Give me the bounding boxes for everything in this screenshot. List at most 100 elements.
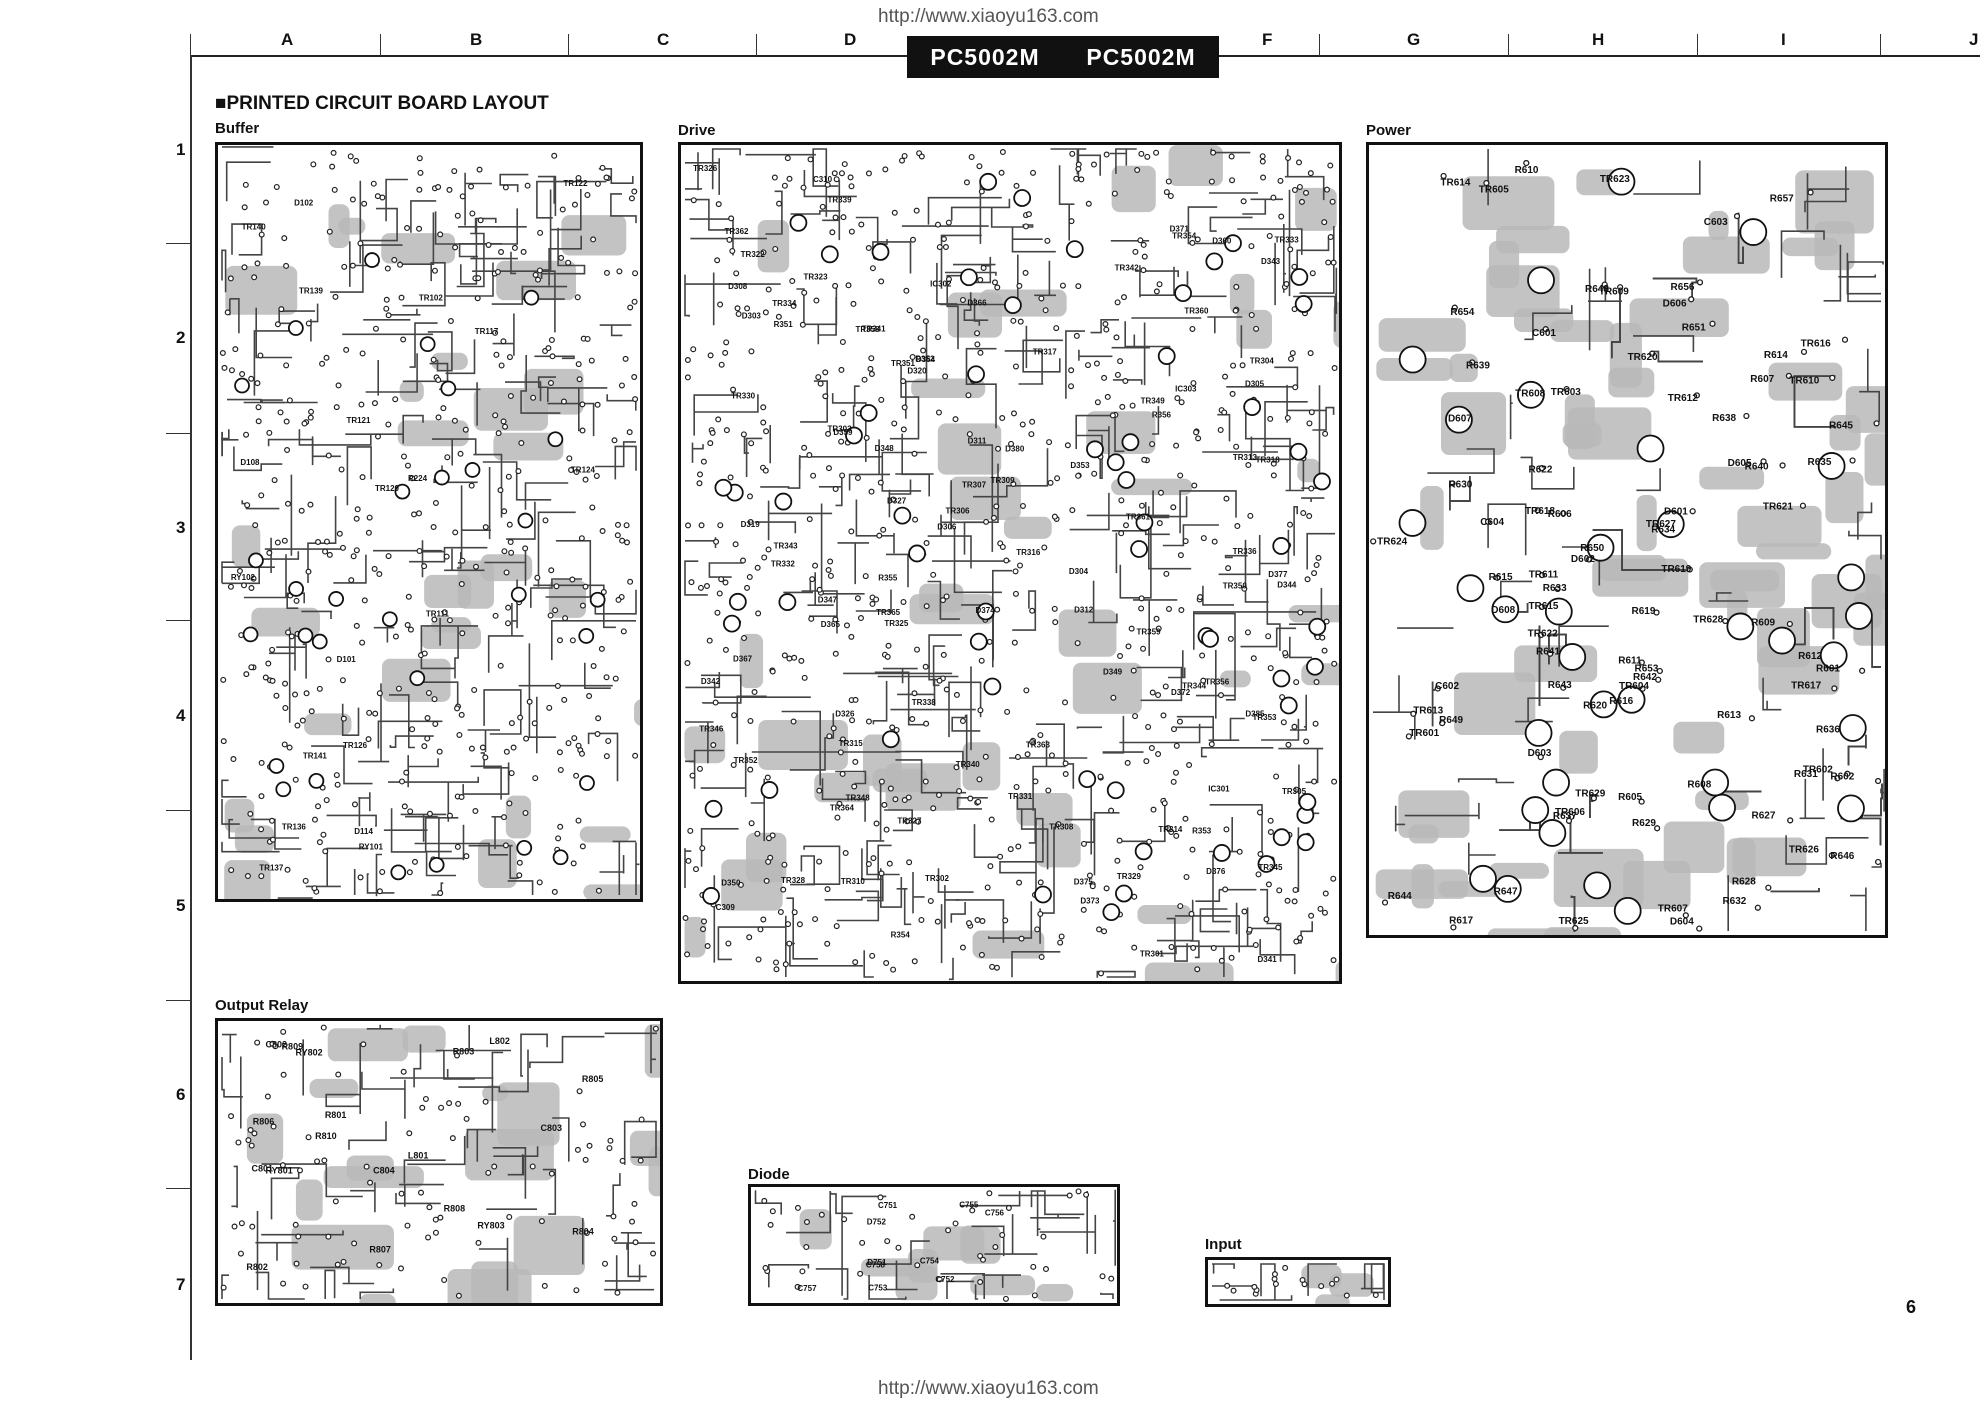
component-label: D327: [887, 496, 907, 505]
component-label: IC301: [1208, 784, 1230, 793]
component-label: C751: [878, 1201, 898, 1210]
component-label: R605: [1618, 792, 1642, 803]
component-label: R805: [582, 1074, 604, 1084]
component-label: R352: [915, 354, 935, 363]
component-label: R657: [1770, 194, 1794, 205]
component-label: TR303: [828, 424, 853, 433]
grid-left-border: [190, 55, 192, 1360]
component-label: D375: [1074, 877, 1094, 886]
grid-column-tick: [1508, 34, 1509, 56]
component-label: C753: [868, 1284, 888, 1293]
component-label: C755: [959, 1200, 979, 1209]
component-label: TR624: [1377, 536, 1407, 547]
component-label: TR330: [731, 392, 756, 401]
buffer-pcb-artwork: TR124TR136TR140TR126RY102D102TR120TR122T…: [219, 146, 640, 899]
component-label: TR313: [1233, 453, 1258, 462]
component-label: D374: [976, 606, 996, 615]
component-label: C758: [866, 1261, 886, 1270]
component-label: TR327: [897, 816, 922, 825]
grid-column-tick: [190, 34, 191, 56]
grid-column-h: H: [1592, 30, 1605, 49]
component-label: TR333: [1275, 236, 1300, 245]
component-label: TR601: [1409, 728, 1439, 739]
component-label: TR610: [1789, 376, 1819, 387]
component-label: D353: [1070, 461, 1090, 470]
component-label: TR613: [1413, 706, 1443, 717]
component-label: R601: [1816, 663, 1840, 674]
component-label: D303: [742, 311, 762, 320]
grid-row-3: 3: [176, 518, 186, 537]
component-label: TR304: [1250, 356, 1275, 365]
component-label: R637: [1553, 811, 1577, 822]
component-label: D306: [937, 523, 957, 532]
component-label: TR620: [1628, 352, 1658, 363]
component-label: TR609: [1599, 287, 1629, 298]
component-label: D102: [294, 198, 314, 207]
component-label: D605: [1728, 458, 1752, 469]
output_relay-pcb-artwork: RY801RY803L801RY802L802R803R805R801R804R…: [220, 1024, 660, 1303]
component-label: C604: [1480, 517, 1504, 528]
component-label: D341: [1258, 955, 1278, 964]
component-label: C757: [797, 1284, 817, 1293]
grid-row-tick: [166, 1000, 190, 1001]
component-label: D349: [1103, 667, 1123, 676]
component-label: R615: [1489, 572, 1513, 583]
component-label: R648: [1585, 284, 1609, 295]
component-label: R614: [1764, 350, 1788, 361]
component-label: TR602: [1803, 765, 1833, 776]
component-label: TR332: [771, 559, 796, 568]
source-url-top: http://www.xiaoyu163.com: [878, 6, 1099, 27]
component-label: R808: [444, 1204, 466, 1214]
component-label: TR346: [699, 724, 724, 733]
input-pcb: [1205, 1257, 1391, 1307]
component-label: RY101: [359, 842, 384, 851]
component-label: R617: [1449, 915, 1473, 926]
component-label: TR122: [563, 179, 588, 188]
component-label: TR621: [1763, 501, 1793, 512]
component-label: R647: [1494, 887, 1518, 898]
component-label: R616: [1609, 696, 1633, 707]
component-label: TR358: [856, 325, 881, 334]
grid-row-tick: [166, 810, 190, 811]
grid-row-1: 1: [176, 140, 186, 159]
component-label: C752: [935, 1275, 955, 1284]
component-label: D114: [354, 827, 373, 836]
grid-row-tick: [166, 620, 190, 621]
component-label: R810: [315, 1131, 337, 1141]
component-label: R634: [1651, 524, 1675, 535]
component-label: R636: [1816, 724, 1840, 735]
component-label: R641: [1536, 647, 1560, 658]
component-label: TR341: [862, 324, 887, 333]
component-label: TR334: [772, 299, 797, 308]
component-label: TR351: [891, 359, 916, 368]
component-label: TR121: [346, 416, 371, 425]
grid-column-d: D: [844, 30, 857, 49]
component-label: D360: [1212, 236, 1232, 245]
buffer-board-label: Buffer: [215, 120, 260, 137]
model-label-left: PC5002M: [930, 43, 1040, 70]
input-pcb-artwork: [1212, 1263, 1385, 1304]
drive-board-label: Drive: [678, 122, 716, 139]
diode-board-label: Diode: [748, 1166, 790, 1183]
component-label: TR309: [991, 476, 1016, 485]
component-label: TR626: [1789, 845, 1819, 856]
component-label: C310: [813, 175, 833, 184]
component-label: TR102: [419, 294, 444, 303]
component-label: TR342: [1115, 264, 1140, 273]
component-label: R639: [1466, 361, 1490, 372]
component-label: C803: [540, 1123, 562, 1133]
component-label: R628: [1732, 876, 1756, 887]
component-label: R353: [1192, 827, 1212, 836]
component-label: D343: [1261, 257, 1281, 266]
component-label: C309: [716, 903, 736, 912]
component-label: R356: [1152, 411, 1172, 420]
component-label: R612: [1798, 651, 1822, 662]
component-label: R653: [1634, 664, 1658, 675]
component-label: RY801: [266, 1165, 293, 1175]
component-label: TR348: [846, 793, 871, 802]
component-label: R606: [1548, 509, 1572, 520]
